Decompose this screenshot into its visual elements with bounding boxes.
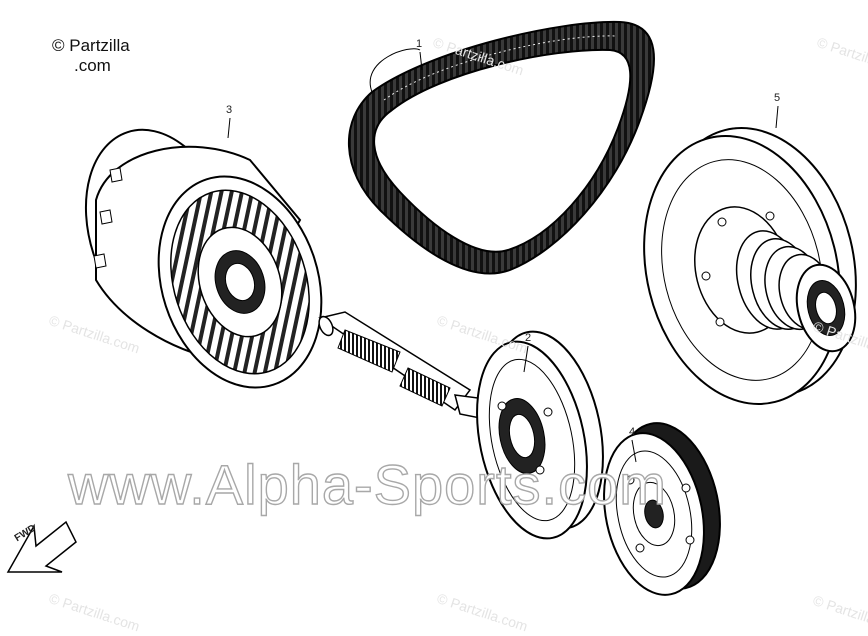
site-watermark: www.Alpha-Sports.com — [67, 452, 667, 516]
drive-pulley — [84, 128, 323, 389]
driven-pulley — [643, 127, 857, 405]
primary-shaft — [318, 311, 481, 419]
forward-arrow-icon — [6, 520, 77, 573]
callout-5: 5 — [774, 92, 781, 104]
copyright-line1: © Partzilla — [52, 36, 130, 55]
callout-2: 2 — [525, 332, 532, 344]
drive-belt — [347, 20, 655, 275]
callout-1: 1 — [416, 38, 423, 50]
diagram-drawing — [6, 20, 857, 596]
leader-lines — [227, 51, 779, 463]
clutch-outer — [476, 330, 604, 540]
copyright-line2: .com — [74, 56, 111, 75]
copyright-text: © Partzilla .com — [52, 36, 130, 76]
clutch-carrier — [603, 422, 721, 596]
parts-diagram: © Partzilla.com © Partzilla.com © Partzi… — [6, 20, 868, 636]
callout-3: 3 — [226, 104, 233, 116]
callout-4: 4 — [629, 426, 636, 438]
